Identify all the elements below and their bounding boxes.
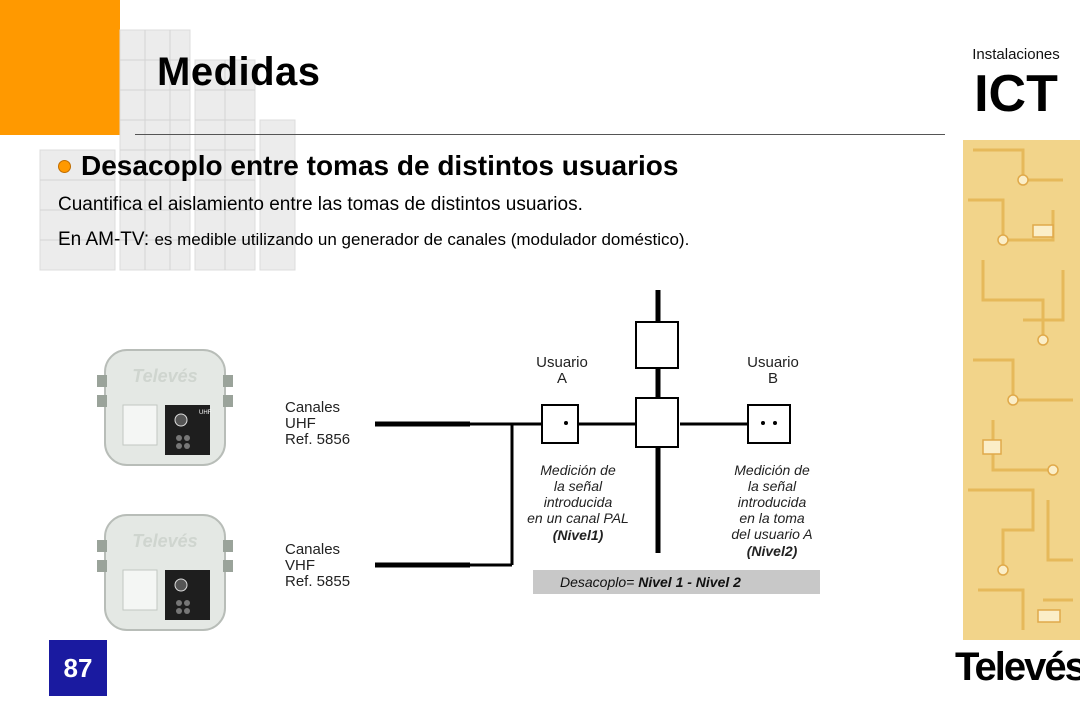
user-b-outlet [747, 404, 791, 444]
note-b-line-4: en la toma [739, 510, 805, 526]
formula-text: Desacoplo= Nivel 1 - Nivel 2 [560, 574, 741, 590]
vhf-label-line-3: Ref. 5855 [285, 573, 350, 590]
formula-prefix: Desacoplo= [560, 574, 638, 590]
note-b-line-2: la señal [748, 478, 797, 494]
decoupling-diagram: Canales UHF Ref. 5856 Canales VHF Ref. 5… [285, 290, 820, 594]
device-watermark: Televés [132, 531, 197, 551]
upper-tap-box [635, 321, 679, 369]
vhf-label-line-2: VHF [285, 557, 315, 574]
vhf-label-line-1: Canales [285, 541, 340, 558]
device-knob-label: UHF [199, 410, 212, 416]
uhf-modulator-device: Televés UHF [97, 349, 233, 466]
televes-logo: Televés [955, 645, 1080, 689]
note-a-line-3: introducida [544, 494, 613, 510]
orange-corner-block [0, 0, 120, 135]
section-subtitle: Desacoplo entre tomas de distintos usuar… [81, 150, 679, 181]
uhf-label-line-2: UHF [285, 415, 316, 432]
note-a-line-5: (Nivel1) [553, 527, 604, 543]
user-a-outlet [541, 404, 579, 444]
note-b-line-6: (Nivel2) [747, 543, 798, 559]
brand-caption: Instalaciones [972, 46, 1060, 63]
formula-expression: Nivel 1 - Nivel 2 [638, 574, 741, 590]
description-line-1: Cuantifica el aislamiento entre las toma… [58, 194, 583, 215]
page-number-badge: 87 [49, 640, 107, 696]
uhf-label-line-1: Canales [285, 399, 340, 416]
bullet-icon [58, 159, 71, 173]
note-b-line-5: del usuario A [731, 526, 812, 542]
note-b-line-1: Medición de [734, 462, 810, 478]
note-a-line-2: la señal [554, 478, 603, 494]
splitter-box [635, 397, 679, 448]
description-line-2-text: es medible utilizando un generador de ca… [154, 230, 690, 249]
vhf-modulator-device: Televés [97, 514, 233, 631]
title-divider [135, 134, 945, 135]
user-b-label-line-1: Usuario [747, 354, 799, 371]
note-a-line-1: Medición de [540, 462, 616, 478]
page-title: Medidas [157, 50, 321, 94]
note-b-line-3: introducida [738, 494, 807, 510]
circuit-board-decoration [963, 140, 1080, 640]
user-b-label-line-2: B [768, 370, 778, 387]
section-heading: Desacoplo entre tomas de distintos usuar… [58, 150, 678, 182]
note-a-line-4: en un canal PAL [527, 510, 629, 526]
description-line-2: En AM-TV: es medible utilizando un gener… [58, 229, 689, 251]
uhf-label-line-3: Ref. 5856 [285, 431, 350, 448]
description-line-2-prefix: En AM-TV: [58, 229, 155, 250]
brand-title: ICT [974, 65, 1058, 123]
user-a-label-line-1: Usuario [536, 354, 588, 371]
device-watermark: Televés [132, 366, 197, 386]
building-background-illustration [39, 29, 296, 271]
formula-band [533, 570, 820, 594]
user-a-label-line-2: A [557, 370, 567, 387]
